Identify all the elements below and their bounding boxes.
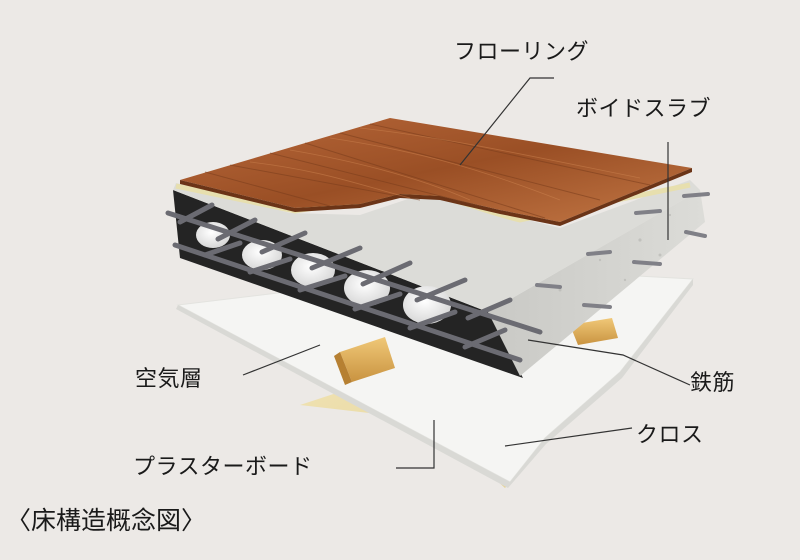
leader-lines	[242, 77, 691, 469]
void-slab-label: ボイドスラブ	[576, 97, 712, 122]
rebar-label: 鉄筋	[690, 371, 736, 396]
slab-side-face	[488, 190, 705, 376]
air-layer-label: 空気層	[135, 367, 203, 392]
cloth-label: クロス	[636, 423, 704, 448]
diagram-caption: 〈床構造概念図〉	[6, 506, 207, 535]
plasterboard-label: プラスターボード	[133, 455, 313, 480]
flooring-label: フローリング	[454, 40, 590, 65]
wooden-joist	[334, 318, 618, 385]
rebar	[165, 202, 543, 363]
